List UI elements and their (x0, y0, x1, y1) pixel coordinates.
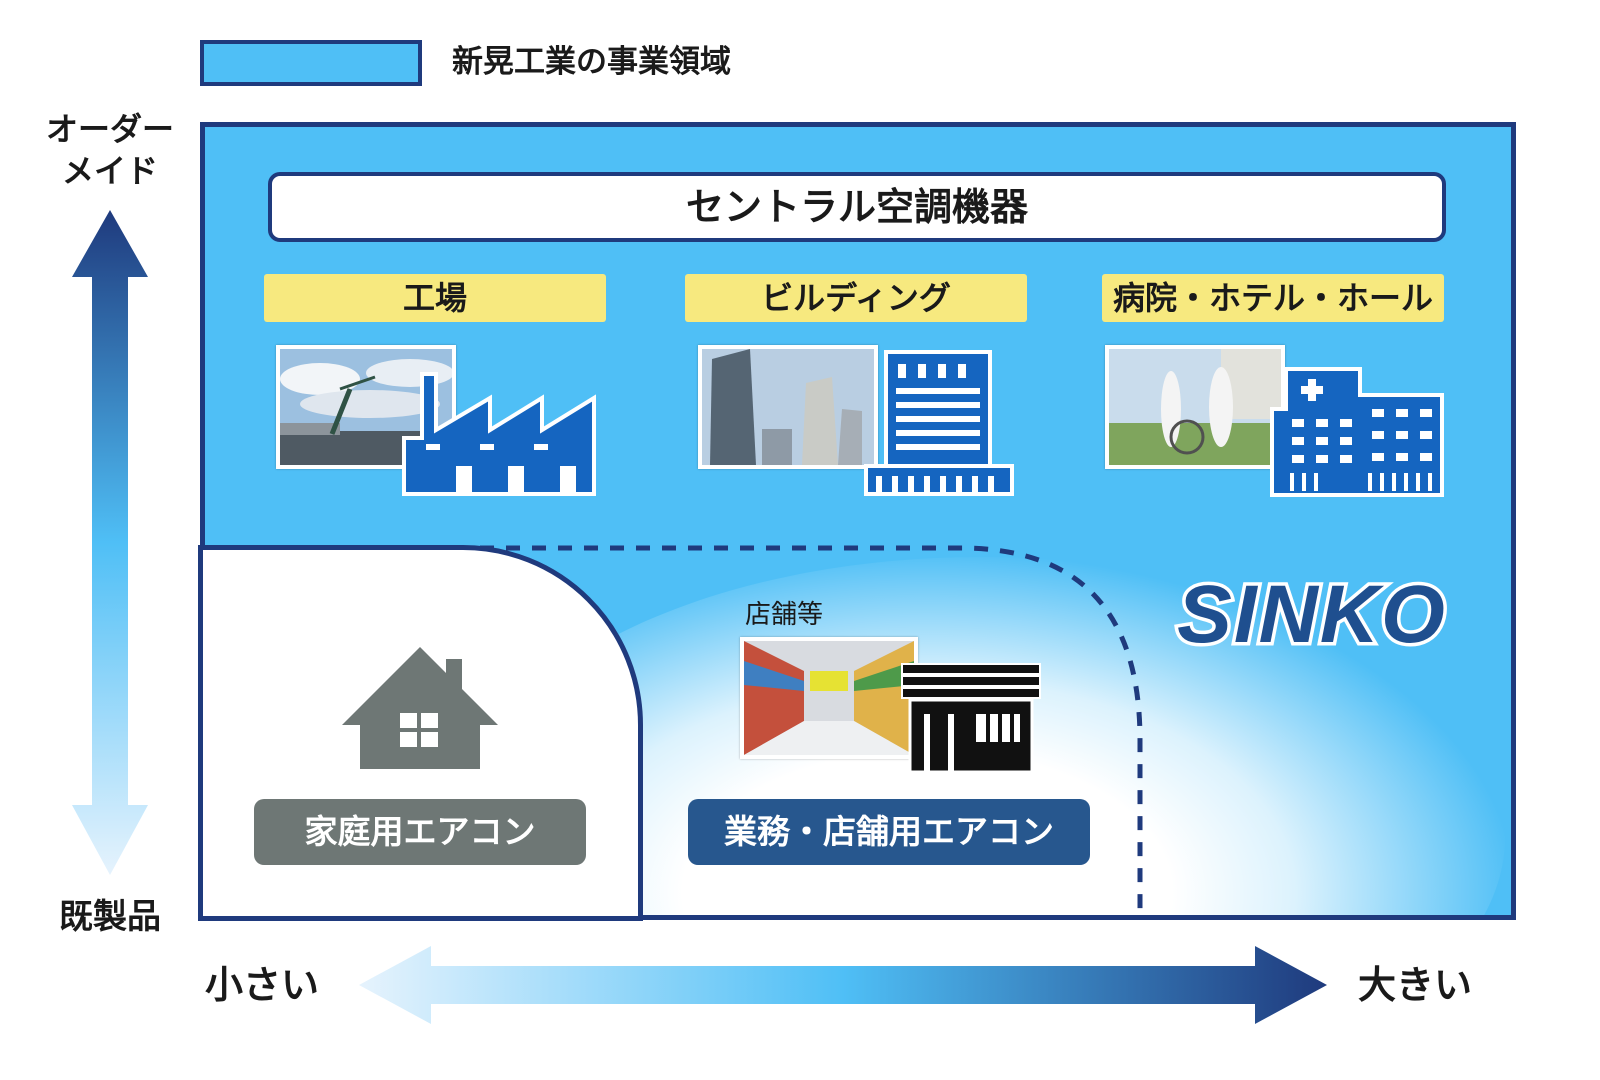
vertical-arrow-icon (72, 210, 148, 875)
store-icon (901, 663, 1041, 774)
factory-icon (402, 372, 596, 496)
y-axis-bottom-label: 既製品 (59, 897, 161, 937)
legend-label: 新晃工業の事業領域 (452, 44, 731, 80)
segment-tag-factory: 工場 (264, 274, 606, 322)
business-ac-label: 業務・店舗用エアコン (688, 799, 1090, 865)
sinko-logo: SINKO (1174, 568, 1449, 654)
skyscrapers-photo (698, 345, 878, 469)
harbor-crane-photo (276, 345, 456, 469)
horizontal-arrow-icon (359, 946, 1327, 1024)
y-axis-top-line1: オーダー (45, 110, 174, 148)
home-ac-label: 家庭用エアコン (254, 799, 586, 865)
sinko-logo-text: SINKO (1177, 569, 1447, 654)
segment-tag-hospital: 病院・ホテル・ホール (1102, 274, 1444, 322)
commercial-boundary-line (480, 545, 1143, 920)
hospital-staff-photo (1105, 345, 1285, 469)
central-ac-label: セントラル空調機器 (268, 172, 1446, 242)
supermarket-aisle-photo (740, 637, 918, 759)
legend-swatch (200, 40, 422, 86)
segment-tag-building: ビルディング (685, 274, 1027, 322)
x-axis-right-label: 大きい (1358, 963, 1473, 1007)
house-icon (342, 647, 498, 769)
y-axis-top-label: オーダー メイド (40, 108, 180, 192)
y-axis-top-line2: メイド (61, 152, 158, 190)
hospital-icon (1270, 367, 1444, 497)
store-caption: 店舗等 (745, 600, 824, 630)
x-axis-left-label: 小さい (205, 963, 320, 1007)
office-building-icon (864, 350, 1014, 496)
